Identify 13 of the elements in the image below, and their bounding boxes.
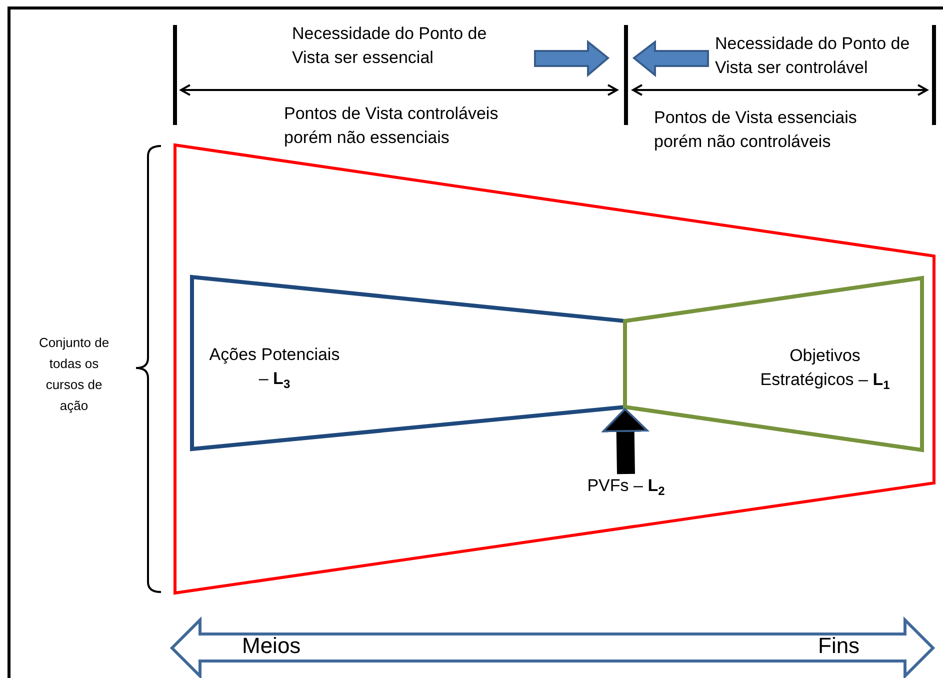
shape-label: Ações Potenciais – L$_{3}$: [208, 344, 341, 391]
funnel-shape: [625, 278, 922, 450]
annotation-text: Pontos de Vista essenciais porém não controláveis: [654, 107, 858, 153]
block-arrow: [602, 408, 648, 474]
direction-label: Meios: [242, 634, 302, 658]
shape-label: Objetivos Estratégicos – L$_{1}$: [759, 345, 891, 392]
bracket-label: Conjunto de todas os cursos de ação: [38, 334, 110, 415]
shape-label: PVFs – L$_{2}$: [586, 475, 666, 498]
annotation-text: Pontos de Vista controláveis porém não essenciais: [284, 103, 500, 149]
funnel-shape: [192, 277, 625, 449]
annotation-text: Necessidade do Ponto de Vista ser essencial: [292, 23, 488, 69]
direction-label: Fins: [818, 634, 861, 658]
annotation-text: Necessidade do Ponto de Vista ser controlável: [715, 33, 911, 79]
